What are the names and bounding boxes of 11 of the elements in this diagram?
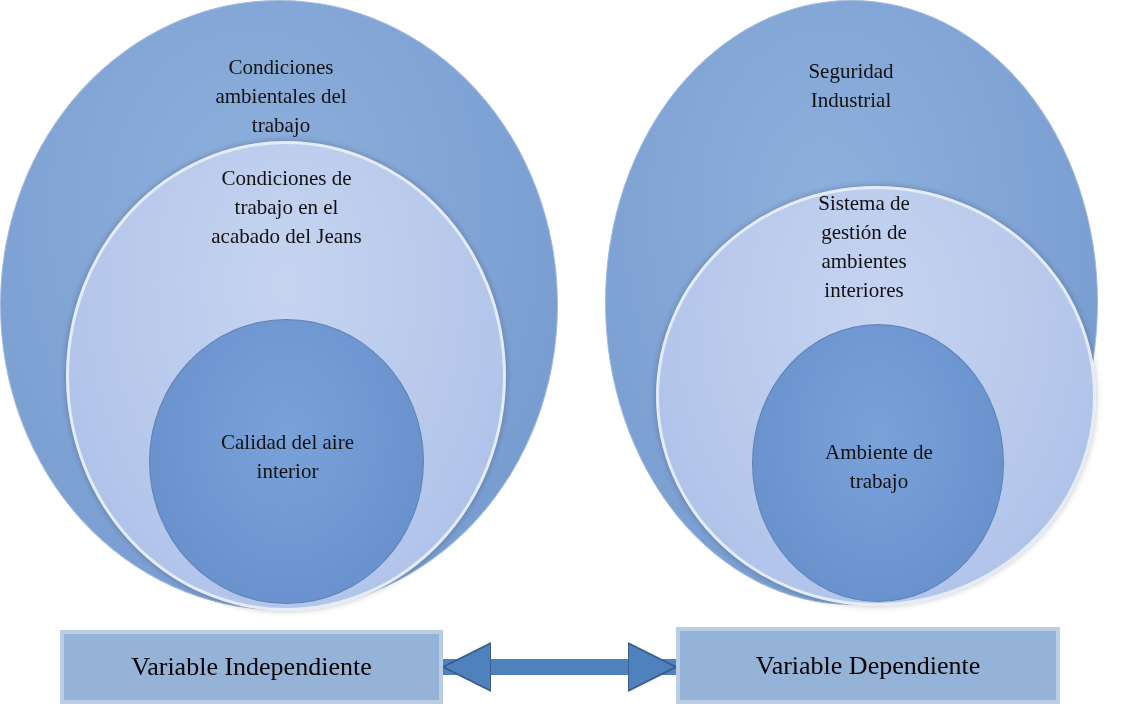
label-box	[676, 627, 1060, 704]
node-label: Calidad del aire interior	[220, 429, 355, 485]
node-label: Variable Dependiente	[755, 650, 981, 681]
label-box	[60, 630, 443, 704]
node-label: Condiciones ambientales del trabajo	[214, 54, 348, 139]
double-arrow	[442, 642, 677, 692]
node-label: Ambiente de trabajo	[824, 439, 934, 495]
node-label: Variable Independiente	[131, 652, 372, 682]
node-label: Condiciones de trabajo en el acabado del Jeans	[210, 165, 363, 250]
node-label: Seguridad Industrial	[807, 58, 895, 114]
node-label: Sistema de gestión de ambientes interiores	[817, 190, 911, 304]
